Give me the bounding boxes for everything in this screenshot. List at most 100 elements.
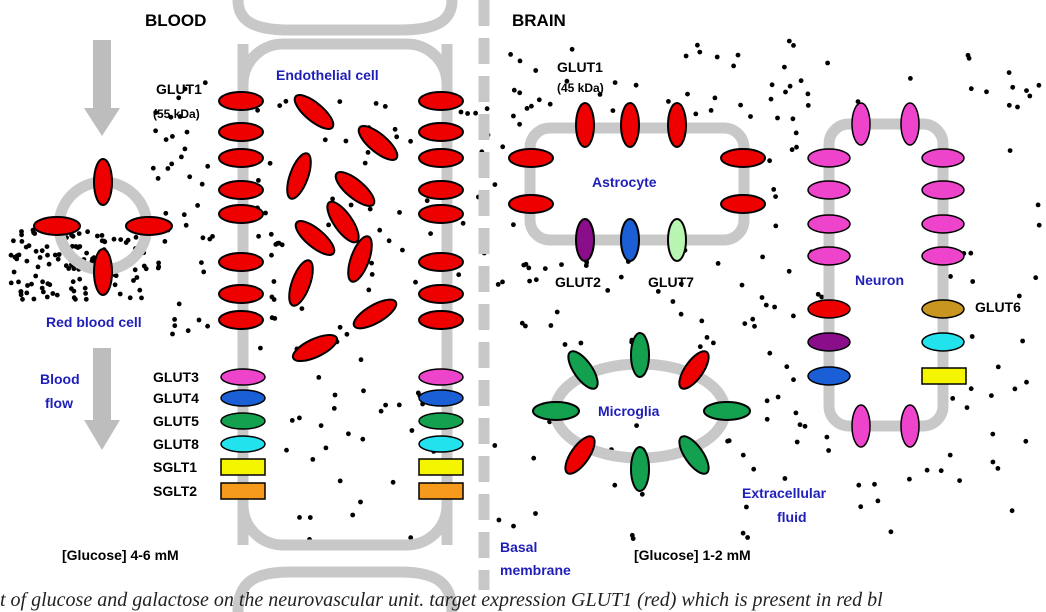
glucose-dot <box>83 291 88 296</box>
glut1-transporter <box>334 171 376 207</box>
glucose-dot <box>202 80 208 86</box>
glucose-dot <box>969 334 975 339</box>
glucose-dot <box>199 260 204 265</box>
glucose-dot <box>332 392 338 398</box>
glucose-dot <box>200 235 206 241</box>
glucose-dot <box>1033 275 1039 281</box>
blood-flow-label-line2: flow <box>45 395 73 411</box>
glucose-dot <box>46 261 52 267</box>
glucose-dot <box>424 198 430 204</box>
glut1-transporter <box>286 152 312 200</box>
glucose-dot <box>150 165 156 171</box>
glucose-dot <box>163 137 169 143</box>
glucose-dot <box>693 111 699 117</box>
glut1-transporter <box>218 122 264 142</box>
glucose-dot <box>695 42 700 48</box>
glucose-dot <box>783 89 788 95</box>
legend-label-glut4: GLUT4 <box>153 390 199 406</box>
sglt1-transporter <box>418 458 464 476</box>
glut1-transporter <box>218 91 264 111</box>
glucose-dot <box>358 499 363 505</box>
glucose-dot <box>76 231 82 237</box>
glucose-dot <box>742 321 748 326</box>
glucose-dot <box>176 95 182 101</box>
glucose-dot <box>39 248 45 254</box>
glucose-dot <box>415 390 421 396</box>
glucose-dot <box>11 238 16 244</box>
glucose-dot <box>523 261 529 267</box>
glucose-dot <box>366 287 372 293</box>
glucose-dot <box>373 101 379 106</box>
glucose-dot <box>331 406 337 411</box>
glucose-dot <box>408 535 414 541</box>
glut1-transporter <box>347 235 373 283</box>
glucose-dot <box>569 46 575 52</box>
glucose-dot <box>583 263 589 268</box>
glucose-dot <box>782 476 788 481</box>
glut3-transporter <box>807 180 851 200</box>
glucose-dot <box>759 295 765 300</box>
endothelial-cell-body <box>237 38 453 551</box>
glut3-transporter <box>220 368 266 386</box>
glucose-dot <box>548 323 554 328</box>
glucose-dot <box>559 262 564 267</box>
glucose-dot <box>764 398 770 404</box>
glucose-dot <box>784 364 790 370</box>
sglt2-transporter <box>220 482 266 500</box>
glucose-dot <box>750 316 756 322</box>
glucose-dot <box>95 233 100 239</box>
extracellular-label-line1: Extracellular <box>742 485 827 501</box>
glucose-dot <box>382 104 388 109</box>
glucose-dot <box>938 468 944 474</box>
glucose-dot <box>612 80 618 85</box>
glut1-transporter <box>807 299 851 319</box>
glucose-dot <box>858 504 864 510</box>
glucose-dot <box>618 274 624 280</box>
glucose-dot <box>957 478 962 483</box>
glucose-dot <box>798 78 804 84</box>
glucose-dot <box>205 323 211 329</box>
glucose-dot <box>182 146 188 152</box>
neuron-transporters <box>807 102 967 448</box>
glucose-dot <box>768 96 774 102</box>
legend-label-glut5: GLUT5 <box>153 413 199 429</box>
glucose-dot <box>712 95 718 101</box>
glucose-dot <box>802 423 808 429</box>
glut1-transporter <box>218 252 264 272</box>
glucose-dot <box>500 279 505 285</box>
glucose-dot <box>256 233 261 239</box>
glucose-dot <box>400 247 405 253</box>
glucose-dot <box>772 304 777 310</box>
glucose-dot <box>786 268 792 274</box>
glucose-dot <box>367 206 373 212</box>
glucose-dot <box>683 53 689 59</box>
glucose-dot <box>678 281 684 287</box>
glucose-dot <box>1024 88 1029 93</box>
glucose-dot <box>793 410 799 416</box>
glucose-dot <box>597 92 603 97</box>
glucose-dot <box>12 254 18 260</box>
glucose-dot <box>508 52 513 57</box>
glucose-dot <box>725 438 730 444</box>
glucose-dot <box>1006 70 1012 75</box>
glucose-dot <box>767 350 773 356</box>
glucose-dot <box>968 86 974 92</box>
glut1-brain-kda: (45 kDa) <box>557 81 604 95</box>
glut1-transporter <box>418 122 464 142</box>
glucose-dot <box>767 158 772 164</box>
glucose-dot <box>361 388 366 394</box>
glucose-dot <box>271 279 277 284</box>
glucose-dot <box>394 134 400 140</box>
glucose-dot <box>542 266 548 271</box>
glut1-transporter <box>418 180 464 200</box>
glucose-dot <box>386 238 392 244</box>
glucose-dot <box>797 422 803 428</box>
glut1-transporter <box>294 220 336 256</box>
glucose-dot <box>805 91 811 97</box>
glucose-dot <box>492 443 498 448</box>
glut1-transporter <box>218 310 264 330</box>
endothelial-glut1-internal <box>286 94 399 363</box>
glucose-dot <box>102 239 108 245</box>
glucose-dot <box>948 274 953 279</box>
